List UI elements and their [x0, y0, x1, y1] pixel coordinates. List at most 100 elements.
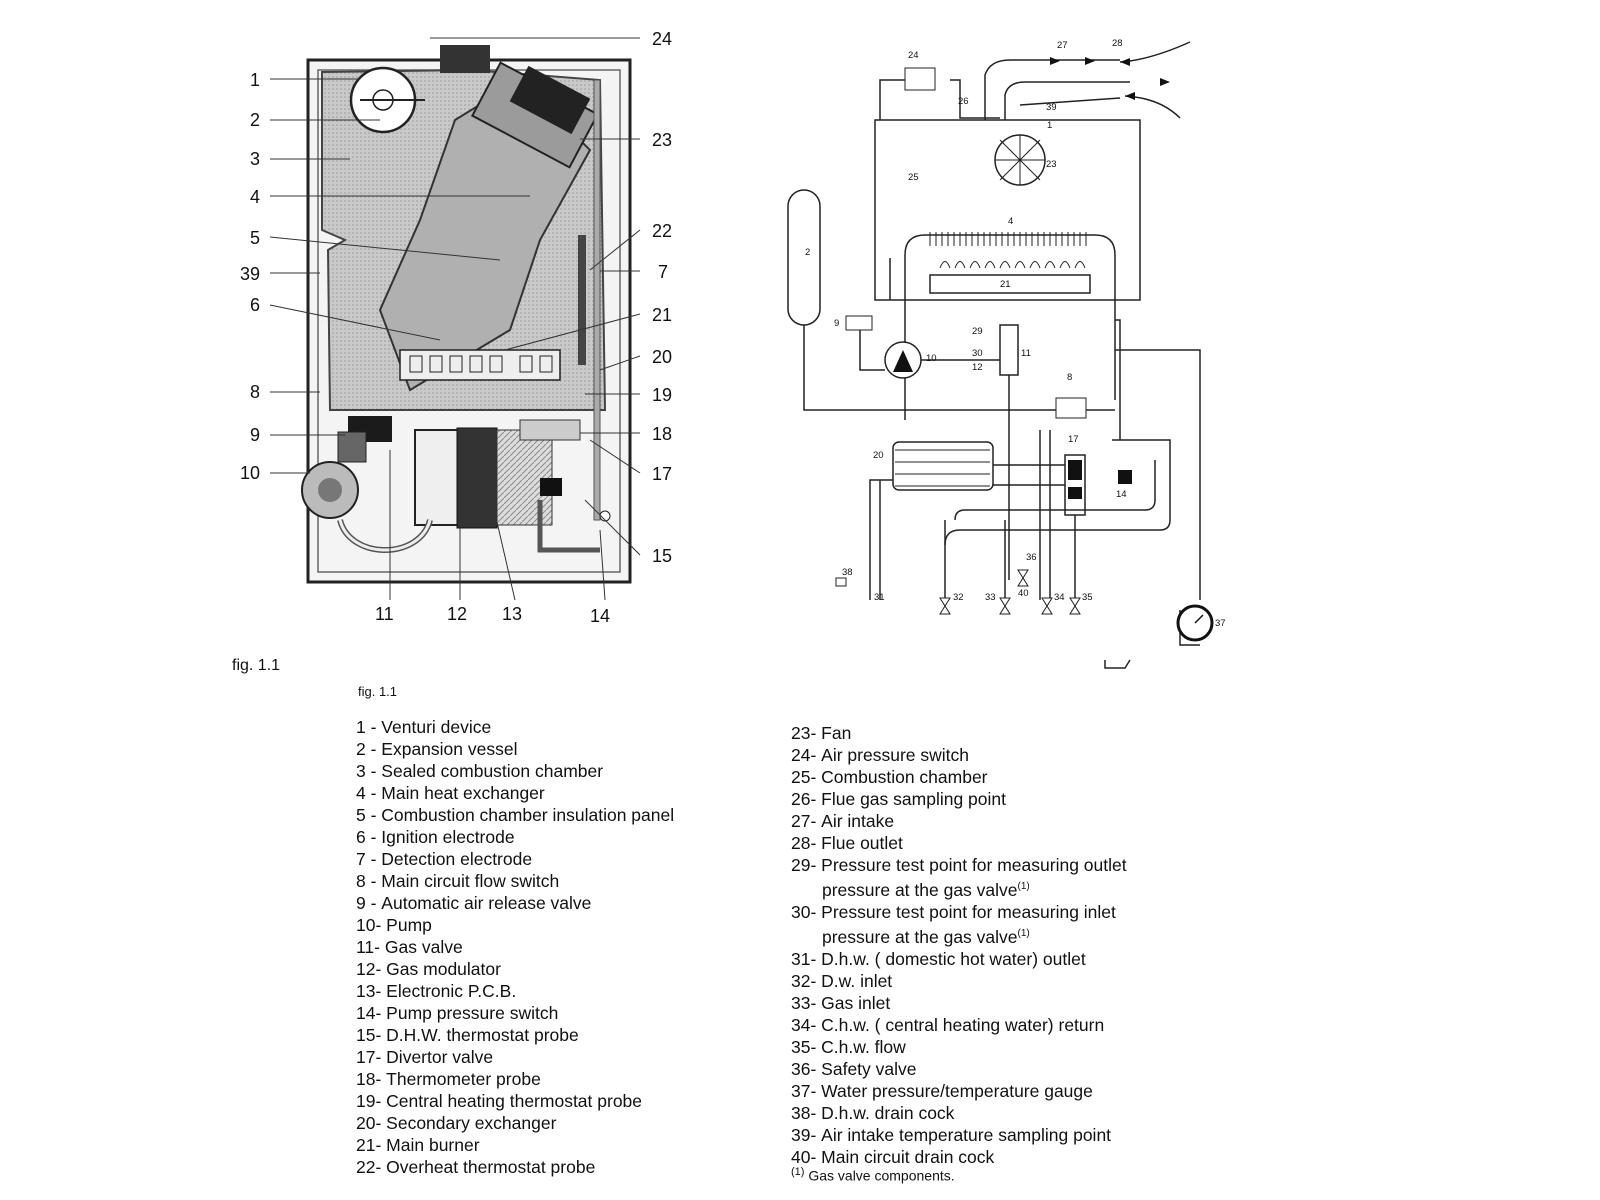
callout-14: 14: [590, 606, 610, 626]
legend-item-separator: -: [810, 901, 822, 922]
schem-label-36: 36: [1026, 552, 1037, 563]
legend-item-text: C.h.w. flow: [821, 1036, 906, 1057]
legend-item-number: 20: [356, 1113, 376, 1133]
callout-21: 21: [652, 305, 672, 325]
legend-item-separator: -: [810, 1124, 822, 1145]
callout-9: 9: [250, 425, 260, 445]
legend-item: 27- Air intake: [791, 810, 1127, 832]
legend-item-text: D.w. inlet: [821, 970, 893, 991]
legend-item-text: Automatic air release valve: [381, 893, 592, 913]
legend-item-text: Electronic P.C.B.: [386, 981, 517, 1001]
legend-item-number: 26: [791, 789, 811, 809]
schem-label-11: 11: [1021, 348, 1031, 359]
schem-label-32: 32: [953, 592, 964, 603]
legend-item-number: 9: [356, 893, 366, 913]
schem-label-33: 33: [985, 592, 996, 603]
legend-item-number: 4: [356, 783, 366, 803]
legend-item-separator: -: [375, 1157, 387, 1177]
legend-item-text: C.h.w. ( central heating water) return: [821, 1014, 1105, 1035]
legend-item-continuation-text: pressure at the gas valve: [822, 926, 1018, 947]
legend-item-text: Flue outlet: [821, 833, 903, 853]
schem-label-35: 35: [1082, 592, 1093, 603]
legend-item: 8 - Main circuit flow switch: [356, 870, 674, 892]
legend-item-separator: -: [810, 1080, 822, 1101]
legend-item-number: 1: [356, 717, 366, 737]
legend-item-separator: -: [365, 783, 382, 803]
schem-label-28: 28: [1112, 38, 1123, 49]
legend-item-number: 5: [356, 805, 366, 825]
burner-flames: [939, 261, 1086, 269]
legend-item-text: Fan: [821, 723, 852, 743]
schem-label-39: 39: [1046, 102, 1057, 113]
legend-item-separator: -: [365, 849, 382, 869]
legend-item-text: Safety valve: [821, 1058, 917, 1079]
schem-label-25: 25: [908, 172, 919, 183]
legend-item-separator: -: [810, 1014, 822, 1035]
legend-item-separator: -: [375, 1113, 387, 1133]
legend-item-separator: -: [810, 723, 822, 743]
legend-item: 20- Secondary exchanger: [356, 1112, 674, 1134]
main-burner-strip: [399, 349, 561, 381]
legend-item-text: Central heating thermostat probe: [386, 1091, 643, 1111]
flow-arrows: [1050, 57, 1170, 100]
legend-item-separator: -: [365, 893, 382, 913]
callout-17: 17: [652, 464, 672, 484]
legend-item: 1 - Venturi device: [356, 716, 674, 738]
legend-item-number: 37: [791, 1080, 811, 1101]
legend-item: 23- Fan: [791, 722, 1127, 744]
legend-item-text: Divertor valve: [386, 1047, 494, 1067]
legend-item-number: 2: [356, 739, 366, 759]
legend-item-text: Ignition electrode: [381, 827, 515, 847]
schem-label-40: 40: [1018, 588, 1029, 599]
legend-item-separator: -: [375, 915, 387, 935]
legend-item-separator: -: [810, 970, 822, 991]
legend-item-separator: -: [375, 981, 387, 1001]
legend-item: 30- Pressure test point for measuring in…: [791, 901, 1127, 923]
schem-label-10: 10: [926, 353, 937, 364]
legend-item: 31- D.h.w. ( domestic hot water) outlet: [791, 948, 1127, 970]
legend-item-separator: -: [375, 1135, 387, 1155]
legend-item: 24- Air pressure switch: [791, 744, 1127, 766]
legend-item: 4 - Main heat exchanger: [356, 782, 674, 804]
legend-item-separator: -: [365, 827, 382, 847]
legend-item-number: 31: [791, 948, 811, 969]
combustion-chamber-box: [874, 119, 1141, 301]
legend-item: 10- Pump: [356, 914, 674, 936]
legend-item: 35- C.h.w. flow: [791, 1036, 1127, 1058]
legend-item-text: Overheat thermostat probe: [386, 1157, 596, 1177]
legend-item-separator: -: [810, 833, 822, 853]
schem-label-21: 21: [1000, 279, 1011, 290]
legend-item: 13- Electronic P.C.B.: [356, 980, 674, 1002]
footnote: (1) Gas valve components.: [791, 1166, 955, 1184]
legend-item: 37- Water pressure/temperature gauge: [791, 1080, 1127, 1102]
callout-3: 3: [250, 149, 260, 169]
legend-item-separator: -: [810, 1102, 822, 1123]
legend-item-text: Air intake: [821, 811, 895, 831]
legend-item-text: Pressure test point for measuring outlet: [821, 855, 1127, 875]
legend-item: 2 - Expansion vessel: [356, 738, 674, 760]
callout-2: 2: [250, 110, 260, 130]
legend-item-text: D.h.w. ( domestic hot water) outlet: [821, 948, 1086, 969]
legend-item-number: 40: [791, 1146, 811, 1167]
legend-item-note: (1): [1017, 927, 1030, 939]
schem-label-14: 14: [1116, 489, 1127, 500]
legend-item-separator: -: [365, 761, 382, 781]
legend-item-text: Water pressure/temperature gauge: [821, 1080, 1093, 1101]
callout-10: 10: [240, 463, 260, 483]
callout-7: 7: [658, 262, 668, 282]
callout-20: 20: [652, 347, 672, 367]
schem-label-31: 31: [874, 592, 885, 603]
schem-label-30: 30: [972, 348, 983, 359]
legend-item-number: 24: [791, 745, 811, 765]
legend-item-separator: -: [375, 1003, 387, 1023]
legend-item: 32- D.w. inlet: [791, 970, 1127, 992]
legend-item: 39- Air intake temperature sampling poin…: [791, 1124, 1127, 1146]
legend-item: 3 - Sealed combustion chamber: [356, 760, 674, 782]
callout-13: 13: [502, 604, 522, 624]
legend-item: 11- Gas valve: [356, 936, 674, 958]
legend-item-text: Pump pressure switch: [386, 1003, 559, 1023]
legend-item-separator: -: [810, 948, 822, 969]
callout-5: 5: [250, 228, 260, 248]
